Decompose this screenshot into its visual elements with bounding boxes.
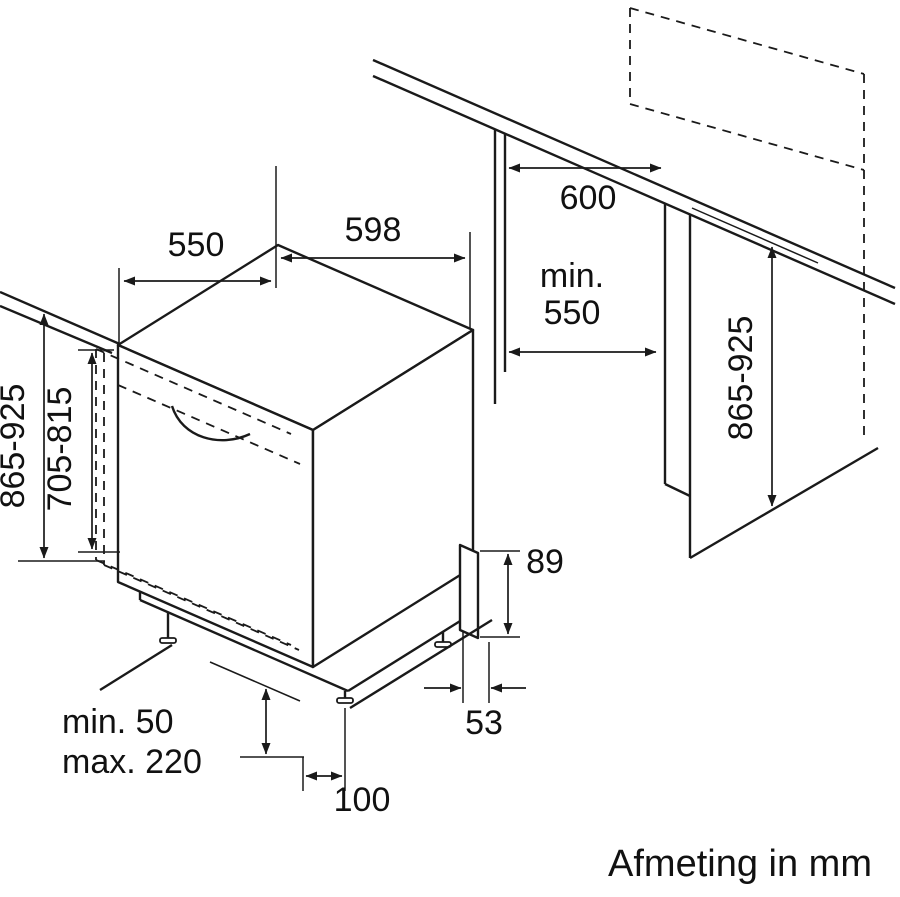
dim-label-width-top: 598 [345, 211, 402, 249]
dim-door-panel-height: 705-815 [41, 349, 120, 553]
dim-label-niche-height: 865-925 [722, 316, 760, 441]
cabinet-dashed-outline [629, 7, 865, 440]
door-handle-arc [170, 405, 251, 442]
dim-label-plinth-min: min. 50 [62, 703, 174, 741]
floor-lines [99, 618, 493, 710]
dim-label-plinth-recess: 100 [334, 781, 391, 819]
dim-niche-width: 600 [508, 163, 662, 217]
dim-label-niche-depth-value: 550 [544, 294, 601, 332]
dim-label-door-panel-height: 705-815 [41, 387, 79, 512]
plinth-base [138, 592, 474, 693]
dim-niche-height: 865-925 [691, 207, 819, 507]
dim-label-plinth-max: max. 220 [62, 743, 202, 781]
rear-base-step [458, 543, 480, 640]
dim-plinth-recess: 100 [302, 708, 391, 819]
dim-depth-top: 550 [118, 166, 277, 343]
dim-label-rear-step-height: 89 [526, 543, 564, 581]
dim-niche-depth: min. 550 [508, 257, 657, 357]
dim-rear-step-depth: 53 [424, 632, 526, 742]
dim-label-niche-width: 600 [560, 179, 617, 217]
dim-overall-height: 865-925 [0, 313, 105, 562]
diagram-caption: Afmeting in mm [608, 843, 872, 885]
foot-front-left [159, 637, 177, 644]
adjustable-feet [159, 612, 452, 704]
dim-label-depth-top: 550 [168, 226, 225, 264]
dishwasher-body [95, 243, 493, 710]
dim-label-rear-step-depth: 53 [465, 704, 503, 742]
dim-plinth-clearance: min. 50 max. 220 [62, 661, 304, 781]
worktop-left [0, 290, 123, 355]
worktop-right [372, 58, 896, 306]
dim-label-niche-depth-min: min. [540, 257, 604, 295]
dim-width-top: 598 [280, 211, 471, 328]
foot-front-right [336, 697, 354, 704]
niche-opening [493, 129, 879, 560]
dim-rear-step-height: 89 [480, 543, 564, 638]
dim-label-overall-height: 865-925 [0, 384, 32, 509]
